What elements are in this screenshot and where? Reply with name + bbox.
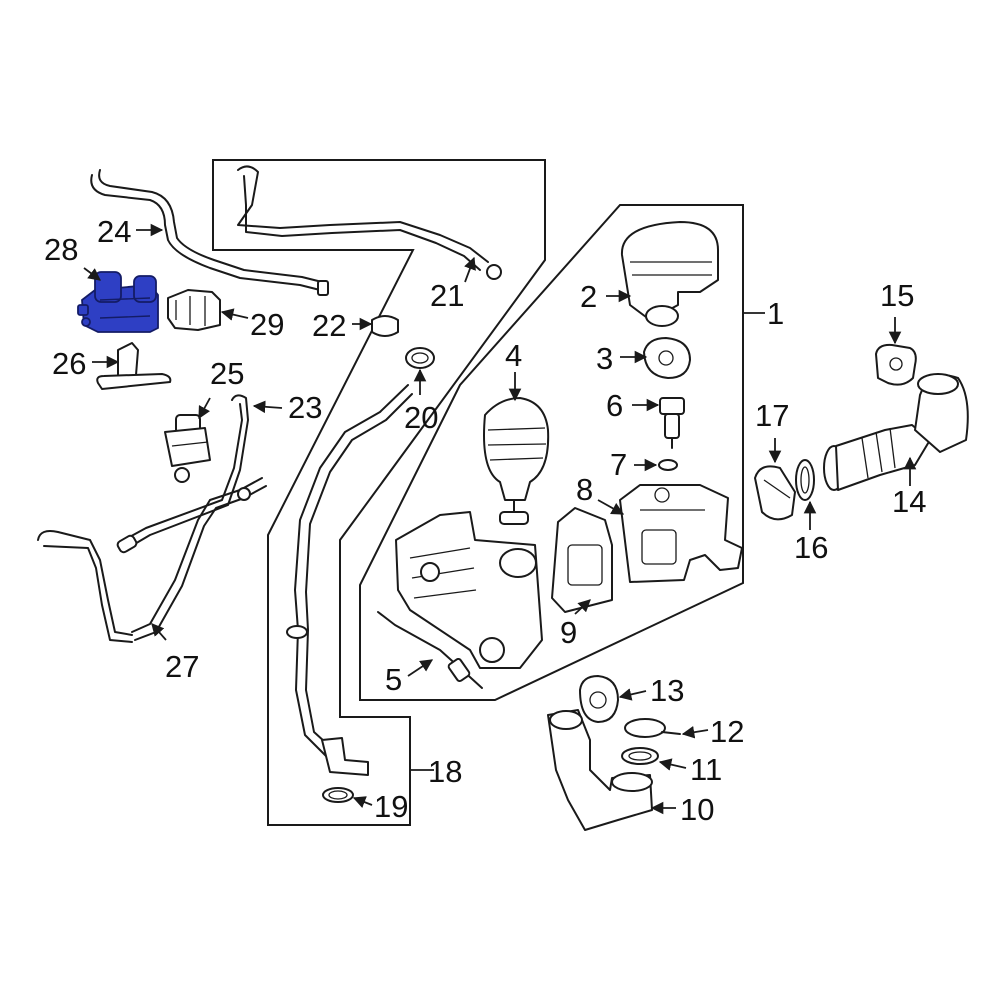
label-6: 6 (606, 388, 623, 423)
clamp-part-17[interactable] (754, 465, 796, 521)
label-10: 10 (680, 792, 714, 827)
label-4: 4 (505, 338, 522, 373)
label-16: 16 (794, 530, 828, 565)
label-24: 24 (97, 214, 131, 249)
sensor-part-6[interactable] (659, 397, 685, 449)
label-18: 18 (428, 754, 462, 789)
label-23: 23 (288, 390, 322, 425)
leader-lines (83, 223, 917, 815)
clip-part-22[interactable] (371, 315, 399, 337)
group-outline-1 (359, 204, 744, 701)
valve-part-28[interactable] (77, 271, 159, 333)
gasket-part-11[interactable] (621, 747, 659, 765)
sensor-part-5[interactable] (377, 611, 483, 689)
label-7: 7 (610, 447, 627, 482)
oring-part-7[interactable] (658, 459, 678, 471)
clip-part-20[interactable] (405, 347, 435, 369)
solenoid-part-25[interactable] (164, 414, 211, 483)
cooler-part-1[interactable] (395, 511, 543, 669)
label-26: 26 (52, 346, 86, 381)
label-27: 27 (165, 649, 199, 684)
oring-part-19[interactable] (322, 787, 354, 803)
label-17: 17 (755, 398, 789, 433)
hose-part-24[interactable] (90, 169, 329, 296)
label-3: 3 (596, 341, 613, 376)
label-9: 9 (560, 615, 577, 650)
callout-labels: 1 2 3 4 5 6 7 8 9 10 11 12 13 14 15 16 1… (44, 214, 926, 827)
seal-part-16[interactable] (795, 459, 815, 501)
label-21: 21 (430, 278, 464, 313)
pipe-part-14[interactable] (823, 373, 969, 491)
label-28: 28 (44, 232, 78, 267)
label-1: 1 (767, 296, 784, 331)
label-14: 14 (892, 484, 926, 519)
group-outline-18 (212, 159, 546, 826)
label-11: 11 (690, 752, 722, 787)
bracket-part-26[interactable] (96, 342, 172, 390)
actuator-part-4[interactable] (483, 397, 550, 525)
label-8: 8 (576, 472, 593, 507)
label-2: 2 (580, 279, 597, 314)
label-29: 29 (250, 307, 284, 342)
label-15: 15 (880, 278, 914, 313)
gasket-part-15[interactable] (875, 343, 917, 386)
label-5: 5 (385, 662, 402, 697)
coolant-pipe-part-18[interactable] (237, 165, 502, 776)
valve-housing-part-2[interactable] (620, 221, 719, 327)
gasket-part-13[interactable] (579, 675, 619, 723)
vacuum-line-part-27[interactable] (37, 477, 267, 643)
label-13: 13 (650, 673, 684, 708)
gasket-part-9[interactable] (551, 507, 613, 613)
label-22: 22 (312, 308, 346, 343)
clamp-part-12[interactable] (624, 718, 681, 738)
vacuum-line-part-23[interactable] (116, 394, 249, 554)
label-25: 25 (210, 356, 244, 391)
label-12: 12 (710, 714, 744, 749)
gasket-part-3[interactable] (643, 337, 691, 379)
label-19: 19 (374, 789, 408, 824)
housing-part-8[interactable] (619, 484, 743, 583)
label-20: 20 (404, 400, 438, 435)
connector-part-29[interactable] (167, 289, 221, 331)
pipe-part-10[interactable] (547, 709, 653, 831)
